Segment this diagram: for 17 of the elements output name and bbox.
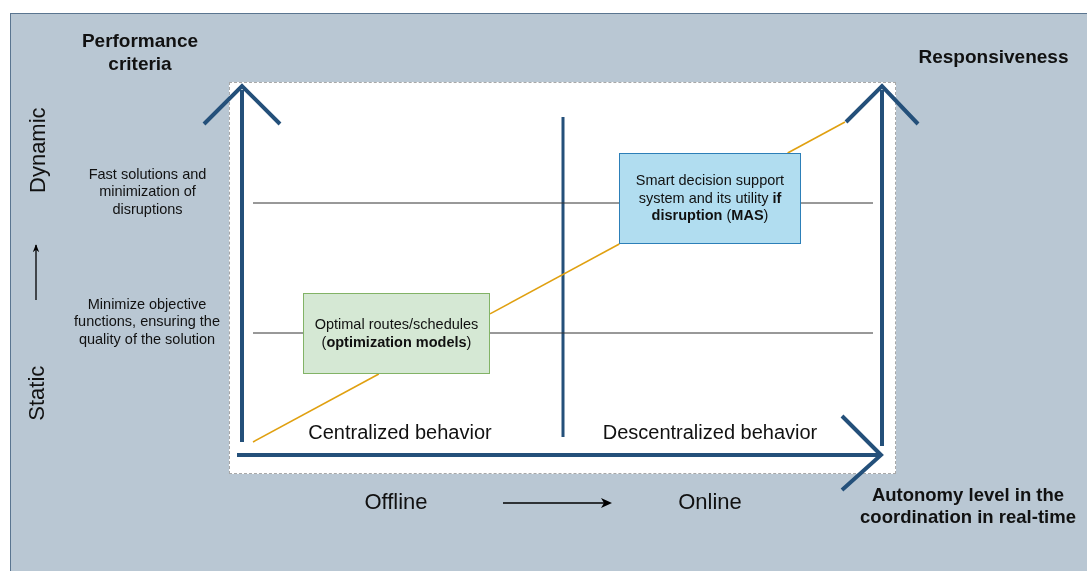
axis-label: Online: [677, 489, 743, 516]
axis-label: Static: [22, 362, 54, 425]
trend-line: [252, 373, 380, 443]
region-label: Centralized behavior: [307, 420, 493, 444]
axis-title: Performance criteria: [80, 30, 200, 76]
axis-label: Dynamic: [22, 100, 54, 200]
axis-title: Responsiveness: [917, 46, 1070, 69]
criteria-text: Fast solutions and minimization of disruptions: [87, 166, 208, 219]
axis-title: Autonomy level in the coordination in real-time: [859, 484, 1077, 529]
arrow: [32, 244, 40, 301]
process-box: Optimal routes/schedules (optimization models): [303, 293, 490, 374]
region-label: Descentralized behavior: [601, 420, 819, 444]
criteria-text: Minimize objective functions, ensuring the quality of the solution: [73, 296, 221, 349]
process-box: Smart decision support system and its utility if disruption (MAS): [619, 153, 801, 244]
trend-line: [489, 243, 621, 315]
axis-label: Offline: [363, 489, 429, 516]
trend-line: [786, 121, 846, 154]
